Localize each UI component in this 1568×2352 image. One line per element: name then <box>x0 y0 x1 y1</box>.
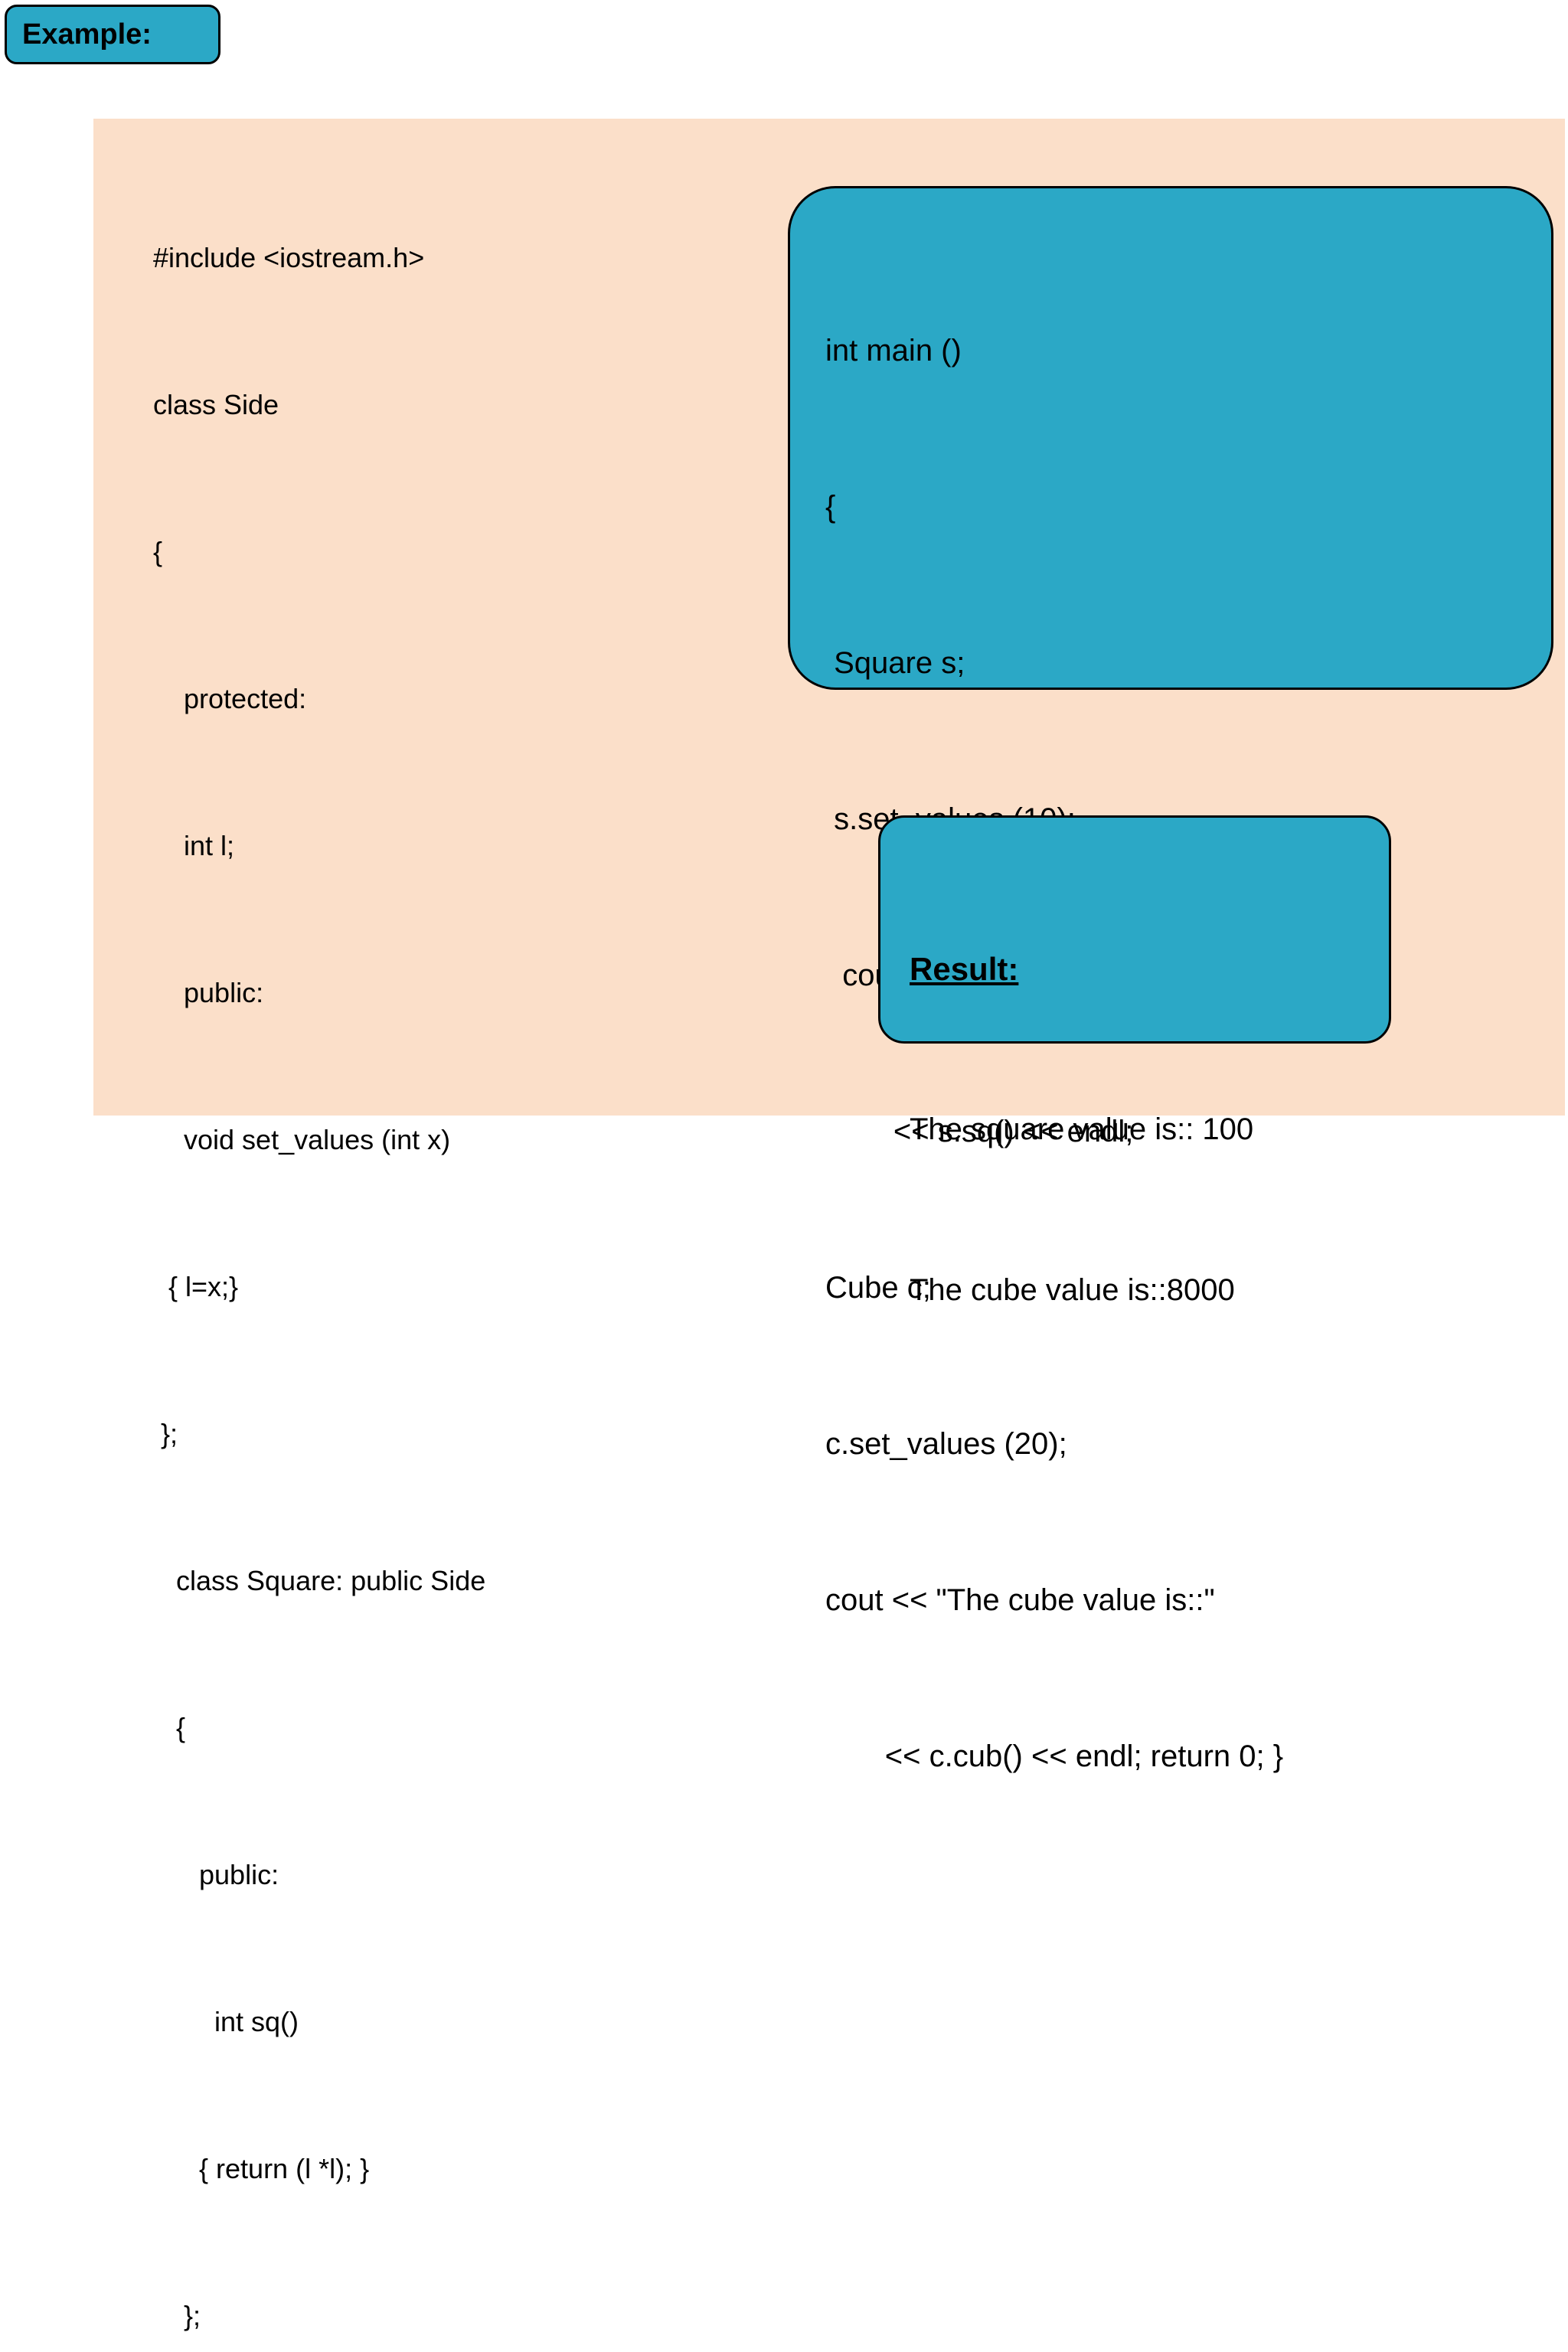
code-line: c.set_values (20); <box>825 1427 1067 1461</box>
code-line: int sq() <box>153 2006 299 2037</box>
left-code-block: #include <iostream.h> class Side { prote… <box>153 136 812 2352</box>
code-line: public: <box>153 1859 279 1890</box>
code-line: protected: <box>153 683 307 714</box>
code-line: public: <box>153 977 264 1008</box>
result-box: Result: The square value is:: 100 The cu… <box>878 815 1391 1307</box>
result-content: Result: The square value is:: 100 The cu… <box>910 836 1253 1424</box>
result-line-square: The square value is:: 100 <box>910 1112 1254 1146</box>
code-line: }; <box>153 1418 178 1449</box>
example-badge-label: Example: <box>22 18 152 51</box>
code-line: << s.sq() << endl; <box>825 1115 1134 1148</box>
code-line: { <box>153 1712 186 1743</box>
code-line: #include <iostream.h> <box>153 242 425 273</box>
code-line: { l=x;} <box>153 1271 239 1302</box>
code-line: class Square: public Side <box>153 1565 486 1596</box>
code-line: Square s; <box>825 646 965 680</box>
code-line: class Side <box>153 389 279 420</box>
result-title: Result: <box>910 951 1019 987</box>
code-line: cout << "The cube value is::" <box>825 1583 1215 1617</box>
code-line: int main () <box>825 334 962 368</box>
code-line: void set_values (int x) <box>153 1124 451 1155</box>
code-line: }; <box>153 2300 201 2331</box>
code-line: { <box>825 490 836 524</box>
result-line-cube: The cube value is::8000 <box>910 1273 1235 1307</box>
main-function-box: int main () { Square s; s.set_values (10… <box>788 186 1553 1773</box>
code-line: { return (l *l); } <box>153 2153 370 2184</box>
code-line: { <box>153 536 163 567</box>
example-badge: Example: <box>5 5 220 64</box>
code-line: << c.cub() << endl; return 0; } <box>825 1740 1284 1773</box>
content-panel: #include <iostream.h> class Side { prote… <box>93 119 1565 2331</box>
code-line: int l; <box>153 830 235 861</box>
